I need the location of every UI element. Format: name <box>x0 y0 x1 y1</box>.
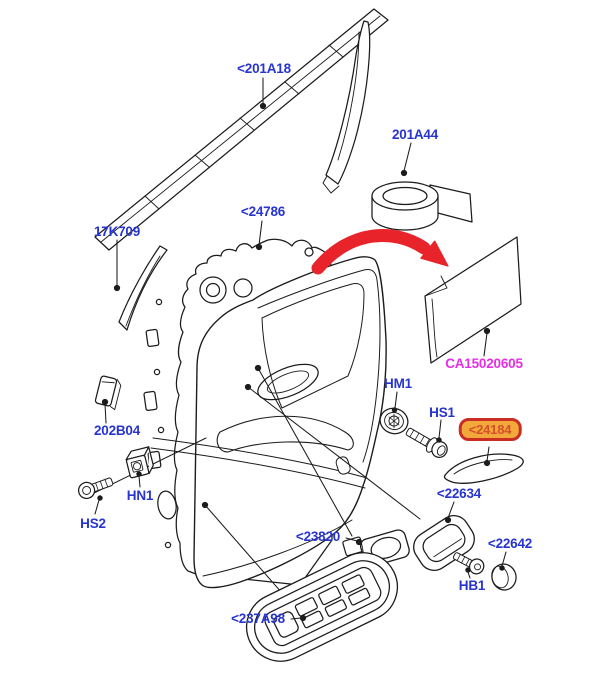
part-label-HN1[interactable]: HN1 <box>126 488 154 503</box>
part-label-HB1[interactable]: HB1 <box>458 578 486 593</box>
cap-22642-drawing <box>491 563 517 591</box>
window-frame-weatherstrip-drawing <box>94 8 389 251</box>
pull-handle-trim-24184-drawing <box>443 453 524 484</box>
part-label-237A98[interactable]: <237A98 <box>231 611 285 626</box>
install-direction-arrow <box>311 228 449 275</box>
part-label-201A44[interactable]: 201A44 <box>391 127 439 142</box>
part-label-23820[interactable]: <23820 <box>295 529 341 544</box>
door-trim-panel-drawing <box>150 256 387 589</box>
pillar-trim-piece-drawing <box>118 245 168 331</box>
part-label-24184-highlighted[interactable]: <24184 <box>458 418 522 441</box>
part-label-17K709[interactable]: 17K709 <box>93 224 141 239</box>
part-label-202B04[interactable]: 202B04 <box>93 423 141 438</box>
part-label-22634[interactable]: <22634 <box>436 486 482 501</box>
clip-202b04-drawing <box>94 375 122 411</box>
part-label-HM1[interactable]: HM1 <box>384 376 412 391</box>
screw-hs1-drawing <box>405 427 448 459</box>
grommet-hm1-drawing <box>379 407 409 435</box>
part-label-22642[interactable]: <22642 <box>487 536 533 551</box>
watershield-sheet-drawing <box>424 236 522 364</box>
label-leader-lines <box>94 77 507 622</box>
screw-hs2-drawing <box>77 477 114 500</box>
part-label-HS2[interactable]: HS2 <box>80 516 106 531</box>
part-label-201A18[interactable]: <201A18 <box>237 61 291 76</box>
window-switch-panel-237a98-drawing <box>246 552 398 662</box>
screw-hb1-drawing <box>452 552 485 575</box>
part-label-CA15020605[interactable]: CA15020605 <box>445 356 523 371</box>
part-label-HS1[interactable]: HS1 <box>429 405 455 420</box>
adhesive-tape-roll-drawing <box>371 181 473 231</box>
clip-hn1-drawing <box>125 446 154 479</box>
part-label-24786[interactable]: <24786 <box>240 204 286 219</box>
